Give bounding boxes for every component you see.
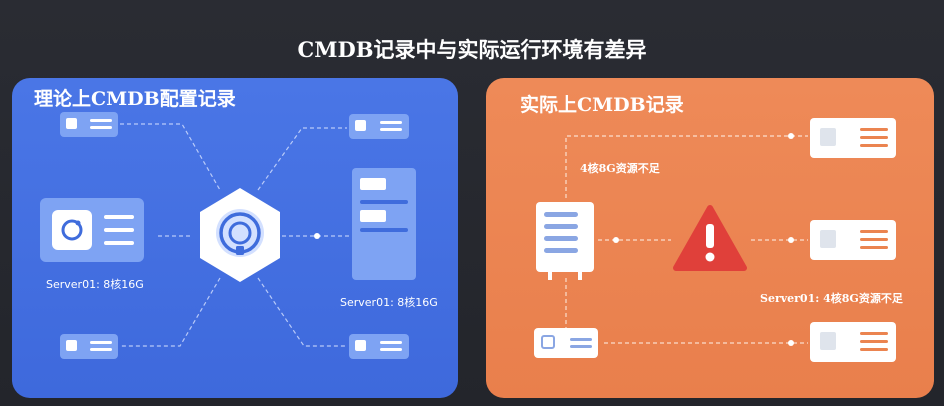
- warning-triangle-icon: [673, 205, 747, 271]
- server-small-top-right-icon: [349, 114, 409, 139]
- page-title: CMDB记录中与实际运行环境有差异: [297, 37, 647, 62]
- server-card-left-icon: [40, 198, 144, 262]
- server-small-bottom-right-icon: [349, 334, 409, 359]
- left-topology-diagram: [40, 112, 416, 359]
- server-small-top-left-icon: [60, 112, 118, 137]
- device-bottom-left-icon: [534, 328, 598, 358]
- server-right-middle-icon: [810, 220, 896, 260]
- resource-shortage-label-bottom: Server01: 4核8G资源不足: [760, 292, 903, 305]
- left-panel-title: 理论上CMDB配置记录: [34, 88, 236, 110]
- link-dot-3: [788, 133, 794, 139]
- server-right-top-icon: [810, 118, 896, 158]
- server-tower-actual-icon: [536, 202, 594, 280]
- server-tower-right-icon: [352, 168, 416, 280]
- server-label-right: Server01: 8核16G: [340, 296, 438, 309]
- server-right-bottom-icon: [810, 322, 896, 362]
- link-hub-bottom-right: [257, 277, 347, 347]
- link-hub-bottom-left: [120, 277, 221, 347]
- link-hub-top-left: [120, 123, 221, 191]
- right-panel-title: 实际上CMDB记录: [520, 94, 684, 116]
- server-small-bottom-left-icon: [60, 334, 118, 359]
- link-dot-1: [613, 237, 619, 243]
- link-node-dot: [314, 233, 320, 239]
- left-panel-theoretical: 理论上CMDB配置记录: [12, 78, 458, 398]
- link-dot-4: [788, 340, 794, 346]
- right-topology-diagram: [534, 118, 896, 362]
- link-dot-2: [788, 237, 794, 243]
- resource-shortage-label-top: 4核8G资源不足: [580, 162, 660, 175]
- link-hub-top-right: [257, 127, 347, 191]
- right-panel-actual: 实际上CMDB记录: [486, 78, 934, 398]
- server-label-left: Server01: 8核16G: [46, 278, 144, 291]
- hexagon-hub-icon: [200, 188, 280, 282]
